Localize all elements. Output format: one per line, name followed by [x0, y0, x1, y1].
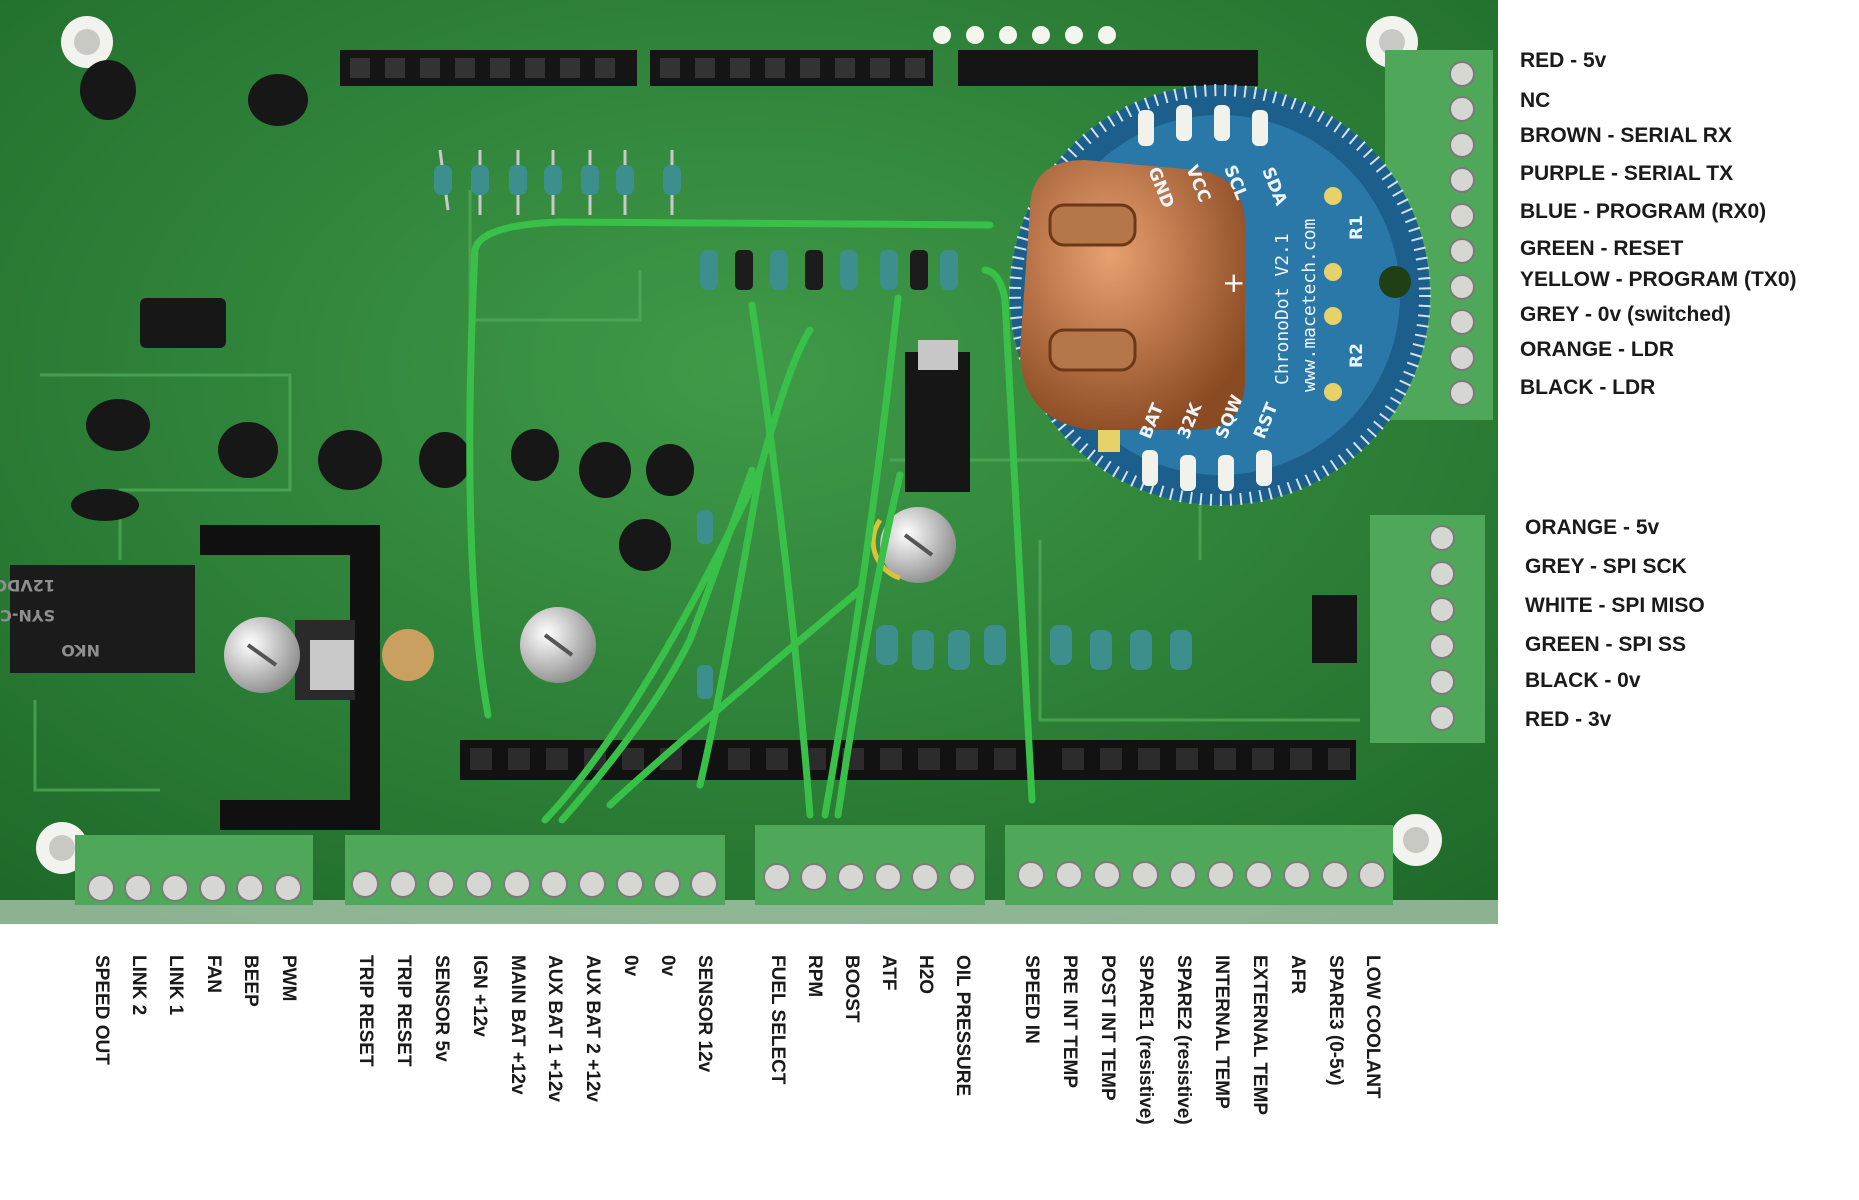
terminal-label: ATF [878, 955, 899, 991]
upper-connector-label: PURPLE - SERIAL TX [1520, 162, 1734, 185]
terminal-label: BOOST [841, 955, 862, 1023]
terminal-label: IGN +12v [469, 955, 490, 1037]
svg-text:SYN-CAR-12VDC: SYN-CAR-12VDC [0, 606, 55, 625]
upper-right-connector-legend: RED - 5v NC BROWN - SERIAL RX PURPLE - S… [1520, 0, 1859, 410]
svg-text:www.macetech.com: www.macetech.com [1299, 219, 1320, 392]
upper-connector-label: YELLOW - PROGRAM (TX0) [1520, 268, 1797, 291]
upper-connector-label: RED - 5v [1520, 49, 1607, 72]
mounting-holes [36, 16, 1442, 874]
jumper-wires [466, 218, 1036, 824]
lower-connector-label: WHITE - SPI MISO [1525, 594, 1705, 617]
mid-resistors [700, 250, 958, 290]
lower-connector-label: GREY - SPI SCK [1525, 555, 1687, 578]
regulator [905, 352, 970, 492]
terminal-label: TRIP RESET [393, 955, 414, 1067]
terminal-label: POST INT TEMP [1097, 955, 1118, 1101]
capacitors [224, 507, 956, 693]
terminal-label: SENSOR 5v [431, 955, 452, 1062]
lower-right-connector-legend: ORANGE - 5v GREY - SPI SCK WHITE - SPI M… [1525, 0, 1859, 740]
top-headers [340, 26, 1258, 86]
svg-text:ChronoDot V2.1: ChronoDot V2.1 [1272, 233, 1293, 385]
terminal-label: PRE INT TEMP [1059, 955, 1080, 1089]
terminal-label: 0v [620, 955, 641, 977]
terminal-label: TRIP RESET [355, 955, 376, 1067]
terminal-label: AUX BAT 1 +12v [544, 955, 565, 1102]
terminal-label: LINK 2 [128, 955, 149, 1016]
terminal-label: EXTERNAL TEMP [1249, 955, 1270, 1116]
svg-text:12VDC 0218: 12VDC 0218 [0, 576, 55, 595]
lower-connector-label: BLACK - 0v [1525, 669, 1641, 692]
upper-connector-label: NC [1520, 89, 1551, 112]
terminal-label: SPEED IN [1021, 955, 1042, 1044]
terminal-label: SENSOR 12v [694, 955, 715, 1073]
chronodot-module: + GND VCC SCL SDA BAT 32K [1009, 84, 1431, 506]
terminal-label: BEEP [240, 955, 261, 1007]
svg-text:+: + [1222, 266, 1245, 299]
terminal-label: LOW COOLANT [1362, 955, 1383, 1099]
upper-connector-label: ORANGE - LDR [1520, 338, 1674, 361]
svg-text:R1: R1 [1347, 215, 1367, 240]
svg-text:R2: R2 [1347, 343, 1367, 368]
svg-text:NKO: NKO [61, 641, 100, 660]
upper-connector-label: BLUE - PROGRAM (RX0) [1520, 200, 1767, 223]
transistors [71, 60, 694, 571]
upper-connector-label: GREY - 0v (switched) [1520, 303, 1731, 326]
bottom-terminal-blocks [75, 825, 1393, 905]
terminal-label: H2O [915, 955, 936, 995]
terminal-label: SPARE3 (0-5v) [1325, 955, 1346, 1086]
terminal-label: AUX BAT 2 +12v [582, 955, 603, 1102]
terminal-label: RPM [804, 955, 825, 998]
lower-connector-label: ORANGE - 5v [1525, 516, 1660, 539]
terminal-label: LINK 1 [165, 955, 186, 1016]
lower-connector-label: RED - 3v [1525, 708, 1612, 731]
terminal-label: INTERNAL TEMP [1211, 955, 1232, 1109]
pcb-photo: 12VDC 0218 SYN-CAR-12VDC NKO [0, 0, 1498, 924]
heatsink [200, 525, 434, 830]
terminal-label: PWM [278, 955, 299, 1002]
terminal-label: SPARE1 (resistive) [1135, 955, 1156, 1125]
lower-connector-label: GREEN - SPI SS [1525, 633, 1687, 656]
terminal-label: FUEL SELECT [767, 955, 788, 1085]
terminal-label: AFR [1287, 955, 1308, 995]
relay: 12VDC 0218 SYN-CAR-12VDC NKO [0, 565, 195, 673]
terminal-label: OIL PRESSURE [952, 955, 973, 1097]
terminal-label: FAN [203, 955, 224, 993]
terminal-label: SPARE2 (resistive) [1173, 955, 1194, 1125]
bottom-resistors [697, 510, 1192, 699]
upper-connector-label: GREEN - RESET [1520, 237, 1684, 260]
upper-connector-label: BROWN - SERIAL RX [1520, 124, 1732, 147]
terminal-label: 0v [657, 955, 678, 977]
bottom-terminal-legend: SPEED OUT LINK 2 LINK 1 FAN BEEP PWM TRI… [0, 955, 1498, 1200]
terminal-label: MAIN BAT +12v [507, 955, 528, 1095]
terminal-label: SPEED OUT [91, 955, 112, 1065]
upper-connector-label: BLACK - LDR [1520, 376, 1656, 399]
